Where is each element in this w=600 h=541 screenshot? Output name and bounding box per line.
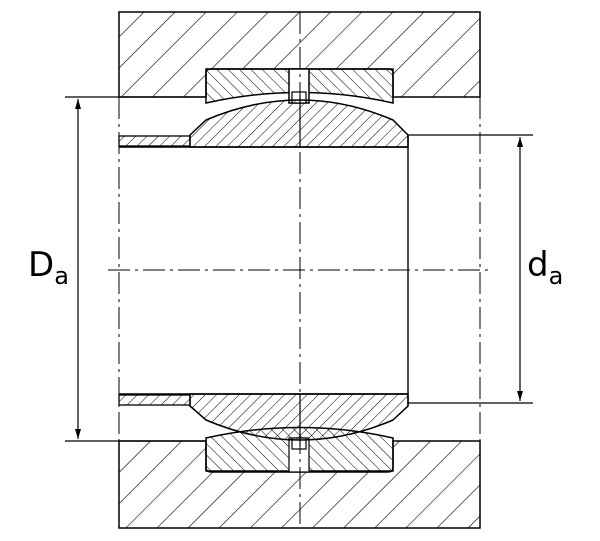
- outer-diameter-sub: a: [54, 262, 69, 290]
- shaft-shoulder-top: [118, 135, 191, 147]
- outer-diameter-label: Da: [28, 245, 69, 290]
- outer-diameter-main: D: [28, 245, 54, 285]
- dimension-outer: [65, 96, 206, 442]
- inner-diameter-sub: a: [549, 262, 564, 290]
- shaft-shoulder-bottom: [118, 394, 191, 406]
- inner-diameter-main: d: [527, 245, 549, 285]
- center-lines: [108, 12, 490, 528]
- inner-diameter-label: da: [527, 245, 563, 290]
- shaft-outline: [118, 97, 481, 441]
- inner-ring-top: [189, 95, 409, 148]
- dimension-inner: [408, 134, 533, 404]
